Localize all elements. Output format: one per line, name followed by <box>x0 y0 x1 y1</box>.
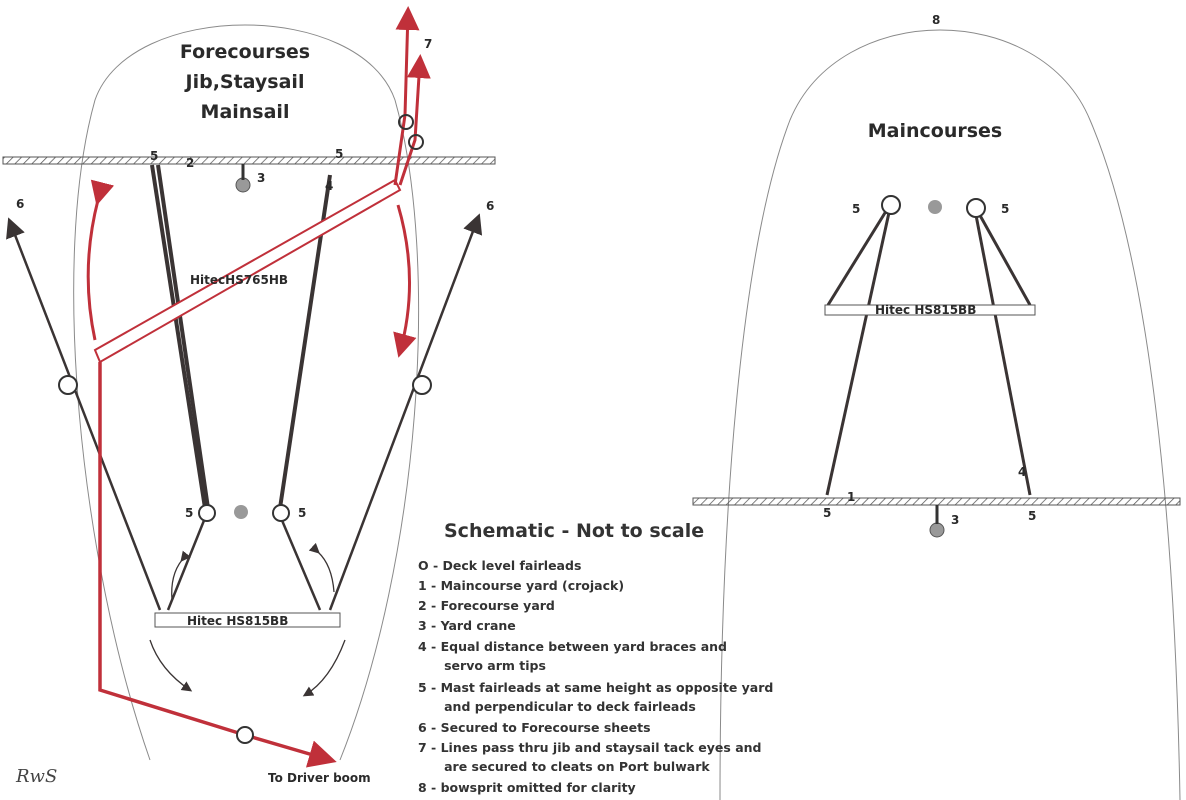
legend-item: 7 - Lines pass thru jib and staysail tac… <box>418 740 762 755</box>
label-2: 2 <box>186 156 194 170</box>
label-5: 5 <box>185 506 193 520</box>
left-title-line-3: Mainsail <box>201 101 290 123</box>
lower-servo-label: Hitec HS815BB <box>187 614 288 628</box>
legend-item: 2 - Forecourse yard <box>418 598 555 613</box>
label-5: 5 <box>1028 509 1036 523</box>
label-3: 3 <box>257 171 265 185</box>
left-title-line-2: Jib,Staysail <box>184 71 305 93</box>
legend-item: servo arm tips <box>418 658 546 673</box>
legend-title: Schematic - Not to scale <box>444 520 704 542</box>
label-4: 4 <box>1018 465 1026 479</box>
maincourse-yard <box>692 497 1181 506</box>
main-servo-label: Hitec HS815BB <box>875 303 976 317</box>
mast-icon <box>928 200 942 214</box>
right-title: Maincourses <box>868 120 1002 142</box>
legend-item: O - Deck level fairleads <box>418 558 581 573</box>
upper-servo-label: HitecHS765HB <box>190 273 288 287</box>
legend-item: 4 - Equal distance between yard braces a… <box>418 639 727 654</box>
label-6: 6 <box>16 197 24 211</box>
label-1: 1 <box>847 490 855 504</box>
label-5: 5 <box>298 506 306 520</box>
label-5: 5 <box>1001 202 1009 216</box>
legend-item: 3 - Yard crane <box>418 618 516 633</box>
driver-boom-label: To Driver boom <box>268 771 371 785</box>
yard-braces <box>150 164 332 509</box>
legend-item: 1 - Maincourse yard (crojack) <box>418 578 624 593</box>
mast-fairlead-icon <box>272 504 290 522</box>
deck-fairlead-icon <box>412 375 432 395</box>
mast-icon <box>234 505 248 519</box>
legend-item: 5 - Mast fairleads at same height as opp… <box>418 680 773 695</box>
label-5: 5 <box>823 506 831 520</box>
sheet-lines <box>6 213 483 611</box>
label-3: 3 <box>951 513 959 527</box>
main-servo-arm <box>824 304 1036 316</box>
forecourse-yard <box>2 156 496 165</box>
fairlead-icon <box>398 114 414 130</box>
lower-servo-arm <box>154 612 341 628</box>
label-7: 7 <box>424 37 432 51</box>
deck-fairlead-icon <box>58 375 78 395</box>
label-5: 5 <box>335 147 343 161</box>
red-control-lines <box>86 6 431 768</box>
label-6: 6 <box>486 199 494 213</box>
stern-fairlead-icon <box>236 726 254 744</box>
yard-crane-icon <box>929 522 945 538</box>
signature: RwS <box>15 766 57 787</box>
label-5: 5 <box>852 202 860 216</box>
legend-item: 6 - Secured to Forecourse sheets <box>418 720 651 735</box>
label-5: 5 <box>150 149 158 163</box>
right-hull-outline <box>719 29 1181 800</box>
legend-item: are secured to cleats on Port bulwark <box>418 759 710 774</box>
yard-crane-icon <box>235 177 251 193</box>
left-hull-outline <box>73 24 420 761</box>
mast-fairlead-icon <box>881 195 901 215</box>
legend: Schematic - Not to scale O - Deck level … <box>418 520 773 795</box>
label-4: 4 <box>325 179 333 193</box>
fairlead-icon <box>408 134 424 150</box>
mast-fairlead-icon <box>966 198 986 218</box>
mast-fairlead-icon <box>198 504 216 522</box>
label-8: 8 <box>932 13 940 27</box>
legend-item: and perpendicular to deck fairleads <box>418 699 696 714</box>
main-braces <box>825 207 1032 496</box>
legend-item: 8 - bowsprit omitted for clarity <box>418 780 636 795</box>
left-title-line-1: Forecourses <box>180 41 310 63</box>
